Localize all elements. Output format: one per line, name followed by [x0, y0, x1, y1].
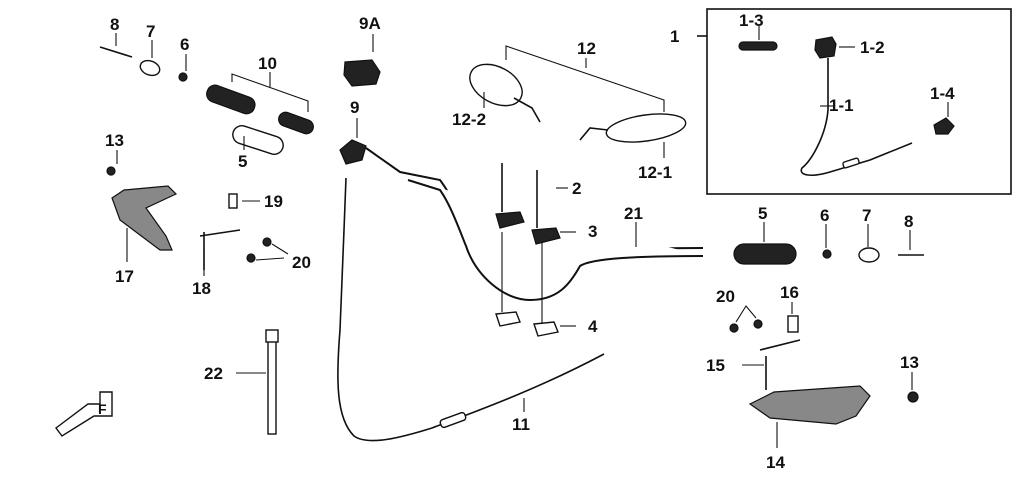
part-5-left-grip — [232, 125, 284, 155]
label-5-left: 5 — [238, 152, 247, 171]
left-reflector-group — [106, 150, 289, 276]
label-20-right: 20 — [716, 287, 735, 306]
label-17: 17 — [115, 267, 134, 286]
part-7-right-weight — [858, 247, 880, 263]
cable-adjuster — [439, 411, 467, 429]
part-13-right-nut — [907, 391, 919, 403]
label-3: 3 — [588, 222, 597, 241]
leader-20-right — [735, 305, 757, 323]
label-9A: 9A — [359, 14, 381, 33]
part-1-4-end — [933, 117, 955, 135]
nut-20-b — [246, 253, 256, 263]
bracket-10 — [231, 73, 309, 112]
label-12: 12 — [577, 39, 596, 58]
label-8-left: 8 — [110, 15, 119, 34]
label-12-1: 12-1 — [638, 163, 672, 182]
part-labels: 1 1-1 1-2 1-3 1-4 2 3 4 5 5 6 6 7 7 8 8 … — [105, 11, 955, 472]
nut-20-c — [729, 323, 739, 333]
part-3-upper-clamp — [531, 227, 561, 245]
label-2: 2 — [572, 179, 581, 198]
label-8-right: 8 — [904, 212, 913, 231]
part-14-right-reflector — [748, 385, 871, 425]
part-1-1-cable — [800, 58, 913, 177]
part-17-left-reflector — [111, 185, 178, 251]
part-1-3-adjuster — [738, 41, 778, 51]
label-4: 4 — [588, 317, 598, 336]
part-13-left-nut — [106, 166, 116, 176]
part-19-bolt — [228, 193, 238, 209]
label-1-4: 1-4 — [930, 84, 955, 103]
part-15-bracket — [759, 339, 801, 390]
nut-20-a — [262, 237, 272, 247]
label-1: 1 — [670, 27, 679, 46]
label-18: 18 — [192, 279, 211, 298]
label-6-left: 6 — [180, 35, 189, 54]
left-grip-group — [99, 33, 314, 155]
label-22: 22 — [204, 364, 223, 383]
part-6-right-washer — [822, 249, 832, 259]
right-reflector-group — [729, 302, 919, 448]
label-21: 21 — [624, 204, 643, 223]
clamp-group — [495, 163, 576, 337]
label-6-right: 6 — [820, 206, 829, 225]
label-20-left: 20 — [292, 253, 311, 272]
label-9: 9 — [350, 98, 359, 117]
front-arrow-icon: F — [55, 391, 113, 437]
part-7-left-weight — [139, 59, 161, 77]
left-mirror-stem — [513, 97, 541, 123]
part-4-lower-clamp — [533, 321, 559, 337]
label-11: 11 — [512, 415, 530, 434]
part-22-strap — [267, 337, 277, 435]
part-8-left-bolt — [99, 46, 133, 58]
label-19: 19 — [264, 192, 283, 211]
label-1-1: 1-1 — [829, 96, 854, 115]
label-16: 16 — [780, 283, 799, 302]
front-marker-letter: F — [98, 401, 107, 417]
part-21-handlebar-edge — [407, 179, 704, 302]
upper-clamp-a — [495, 211, 525, 229]
part-11-cable — [337, 177, 605, 442]
label-13-right: 13 — [900, 353, 919, 372]
label-5-right: 5 — [758, 204, 767, 223]
leader-20-left — [255, 243, 289, 261]
cable-kit-inset — [697, 8, 1012, 195]
part-6-left-washer — [178, 72, 188, 82]
label-1-3: 1-3 — [739, 11, 764, 30]
label-13-left: 13 — [105, 131, 124, 150]
label-14: 14 — [766, 453, 785, 472]
handlebar-group — [365, 147, 704, 302]
lever-group — [339, 34, 381, 165]
front-arrow-shape — [55, 391, 113, 437]
inset-frame — [706, 8, 1012, 195]
nut-20-d — [753, 319, 763, 329]
part-10-grip-a — [206, 84, 256, 115]
label-1-2: 1-2 — [860, 38, 885, 57]
part-12-2-left-mirror — [469, 63, 523, 107]
lower-clamp-a — [495, 311, 521, 327]
part-9A-switch — [343, 59, 381, 87]
label-7-right: 7 — [862, 206, 871, 225]
mirror-group — [469, 45, 687, 158]
strap-head — [265, 329, 279, 343]
strap-group — [236, 329, 279, 435]
part-9-lever — [339, 139, 367, 165]
cable-group — [337, 177, 605, 442]
right-mirror-stem — [579, 127, 609, 141]
cable-ferrule — [842, 157, 860, 169]
bracket-12 — [505, 45, 665, 112]
part-16-bolt — [787, 315, 799, 333]
label-12-2: 12-2 — [452, 110, 486, 129]
part-10-grip-b — [278, 111, 314, 135]
part-12-1-right-mirror — [605, 113, 687, 143]
part-1-2-cap — [814, 36, 837, 59]
label-10: 10 — [258, 54, 277, 73]
label-15: 15 — [706, 356, 725, 375]
part-18-bracket — [199, 229, 241, 270]
right-grip-group — [733, 222, 924, 265]
part-5-right-grip — [733, 243, 797, 265]
label-7-left: 7 — [146, 22, 155, 41]
